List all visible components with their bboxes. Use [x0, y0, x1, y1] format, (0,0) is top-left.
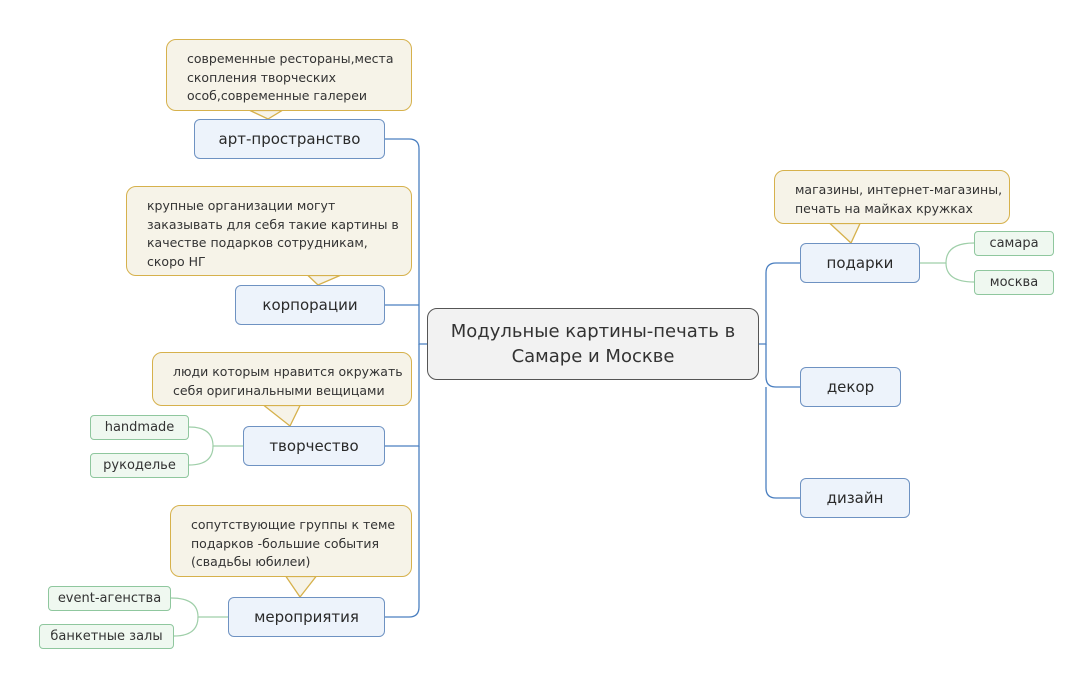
callout-tail-gifts [828, 222, 862, 245]
connector-design [765, 387, 800, 499]
connector-gifts [759, 262, 800, 345]
callout-line: скоро НГ [147, 253, 206, 269]
central-topic-line-1: Модульные картины-печать в [450, 321, 736, 342]
topic-events[interactable]: мероприятия [228, 597, 385, 637]
subtopic-moscow[interactable]: москва [974, 270, 1054, 295]
topic-gifts[interactable]: подарки [800, 243, 920, 283]
topic-label: дизайн [826, 489, 884, 507]
central-topic-line-2: Самаре и Москве [511, 346, 675, 367]
topic-design[interactable]: дизайн [800, 478, 910, 518]
callout-line: печать на майках кружках [795, 200, 973, 216]
topic-label: декор [826, 378, 875, 396]
connector-samara [920, 242, 975, 264]
subtopic-banquet-halls[interactable]: банкетные залы [39, 624, 174, 649]
callout-tail-art-space [249, 109, 285, 120]
callout-line: крупные организации могут [147, 198, 336, 213]
callout-line: подарков -большие события [191, 535, 380, 551]
callout-art-space[interactable]: современные рестораны,места скопления тв… [166, 39, 412, 111]
callout-line: (свадьбы юбилеи) [191, 554, 311, 569]
connector-event-agencies [170, 597, 228, 618]
connector-moscow [945, 262, 975, 283]
callout-creativity[interactable]: люди которым нравится окружать себя ориг… [152, 352, 412, 406]
topic-label: подарки [826, 254, 894, 272]
subtopic-event-agencies[interactable]: event-агенства [48, 586, 171, 611]
callout-tail-events [284, 575, 318, 599]
callout-tail-creativity [262, 404, 302, 428]
callout-line: качестве подарков сотрудникам, [147, 235, 368, 250]
callout-corporations[interactable]: крупные организации могут заказывать для… [126, 186, 412, 276]
callout-line: сопутствующие группы к теме [191, 517, 396, 532]
topic-label: арт-пространство [218, 130, 361, 148]
callout-line: себя оригинальными вещицами [173, 382, 385, 398]
subtopic-label: банкетные залы [50, 629, 163, 644]
topic-label: мероприятия [254, 608, 359, 626]
subtopic-samara[interactable]: самара [974, 231, 1054, 256]
callout-tail-corporations [306, 274, 341, 286]
callout-line: современные рестораны,места [187, 51, 394, 66]
subtopic-label: handmade [104, 420, 175, 435]
subtopic-needlework[interactable]: рукоделье [90, 453, 189, 478]
callout-line: люди которым нравится окружать [173, 364, 403, 379]
subtopic-label: москва [989, 275, 1039, 290]
callout-line: магазины, интернет-магазины, [795, 182, 1003, 197]
topic-label: творчество [269, 437, 359, 455]
connector-banquet-halls [173, 616, 199, 637]
connector-handmade [188, 426, 243, 447]
callout-line: скопления творческих [187, 69, 336, 85]
callout-line: заказывать для себя такие картины в [147, 216, 399, 232]
subtopic-handmade[interactable]: handmade [90, 415, 189, 440]
topic-creativity[interactable]: творчество [243, 426, 385, 466]
connector-art-space [385, 138, 427, 345]
connector-events [385, 446, 420, 618]
connector-decor [765, 344, 800, 388]
topic-art-space[interactable]: арт-пространство [194, 119, 385, 159]
topic-corporations[interactable]: корпорации [235, 285, 385, 325]
callout-events[interactable]: сопутствующие группы к теме подарков -бо… [170, 505, 412, 577]
subtopic-label: самара [989, 236, 1039, 251]
callout-line: особ,современные галереи [187, 88, 368, 103]
subtopic-label: рукоделье [103, 458, 176, 473]
subtopic-label: event-агенства [57, 591, 162, 606]
callout-gifts[interactable]: магазины, интернет-магазины, печать на м… [774, 170, 1010, 224]
topic-decor[interactable]: декор [800, 367, 901, 407]
connector-needlework [188, 445, 214, 466]
central-topic[interactable]: Модульные картины-печать в Самаре и Моск… [427, 308, 759, 380]
topic-label: корпорации [262, 296, 358, 314]
